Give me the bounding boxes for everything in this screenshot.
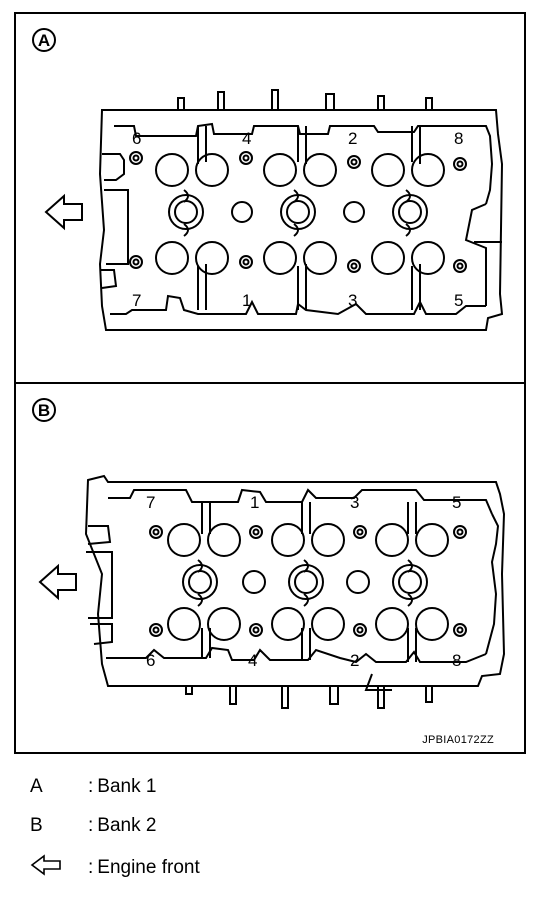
engine-front-arrow-icon bbox=[38, 563, 77, 601]
legend-text: Engine front bbox=[97, 857, 200, 878]
bolt-number: 5 bbox=[452, 493, 461, 512]
bolt-number: 3 bbox=[348, 291, 357, 310]
figure-drawing: 6 4 2 8 7 1 3 5 bbox=[38, 89, 506, 709]
bolt-number: 8 bbox=[454, 129, 463, 148]
legend-text: Bank 1 bbox=[97, 776, 157, 797]
legend-row-b: B : Bank 2 bbox=[30, 815, 156, 837]
bolt-number: 6 bbox=[132, 129, 141, 148]
legend-key: B bbox=[30, 815, 43, 836]
legend-row-engine-front: : Engine front bbox=[30, 854, 200, 882]
bolt-number: 6 bbox=[146, 651, 155, 670]
legend-key: A bbox=[30, 776, 43, 797]
bolt-number: 1 bbox=[242, 291, 251, 310]
panel-a-badge: A bbox=[32, 28, 56, 52]
bank2-bolt-numbers: 7 1 3 5 6 4 2 8 bbox=[146, 493, 461, 670]
bank1-bolt-numbers: 6 4 2 8 7 1 3 5 bbox=[132, 129, 463, 310]
bolt-number: 1 bbox=[250, 493, 259, 512]
bank1-cylinder-head bbox=[98, 89, 504, 331]
bank2-valves-and-plugs bbox=[167, 523, 449, 641]
legend-text: Bank 2 bbox=[97, 815, 157, 836]
bolt-number: 4 bbox=[242, 129, 251, 148]
legend-separator: : bbox=[88, 815, 94, 836]
engine-front-arrow-icon bbox=[44, 193, 83, 231]
left-arrow-icon bbox=[30, 854, 61, 876]
bolt-number: 8 bbox=[452, 651, 461, 670]
legend-separator: : bbox=[88, 776, 94, 797]
bank1-bolt-holes bbox=[129, 151, 467, 273]
panel-divider bbox=[16, 382, 524, 384]
legend-separator: : bbox=[88, 857, 94, 878]
legend-row-a: A : Bank 1 bbox=[30, 776, 156, 798]
cylinder-head-bolt-figure: 6 4 2 8 7 1 3 5 bbox=[14, 12, 526, 754]
bolt-number: 5 bbox=[454, 291, 463, 310]
bolt-number: 3 bbox=[350, 493, 359, 512]
bank1-valves-and-plugs bbox=[155, 153, 445, 275]
bank2-cylinder-head bbox=[84, 474, 506, 709]
bank2-bolt-holes bbox=[149, 525, 467, 637]
panel-b-badge: B bbox=[32, 398, 56, 422]
bolt-number: 2 bbox=[350, 651, 359, 670]
bolt-number: 2 bbox=[348, 129, 357, 148]
bolt-number: 7 bbox=[146, 493, 155, 512]
bolt-number: 7 bbox=[132, 291, 141, 310]
legend-key bbox=[30, 854, 88, 882]
bolt-number: 4 bbox=[248, 651, 257, 670]
figure-code: JPBIA0172ZZ bbox=[422, 734, 494, 746]
